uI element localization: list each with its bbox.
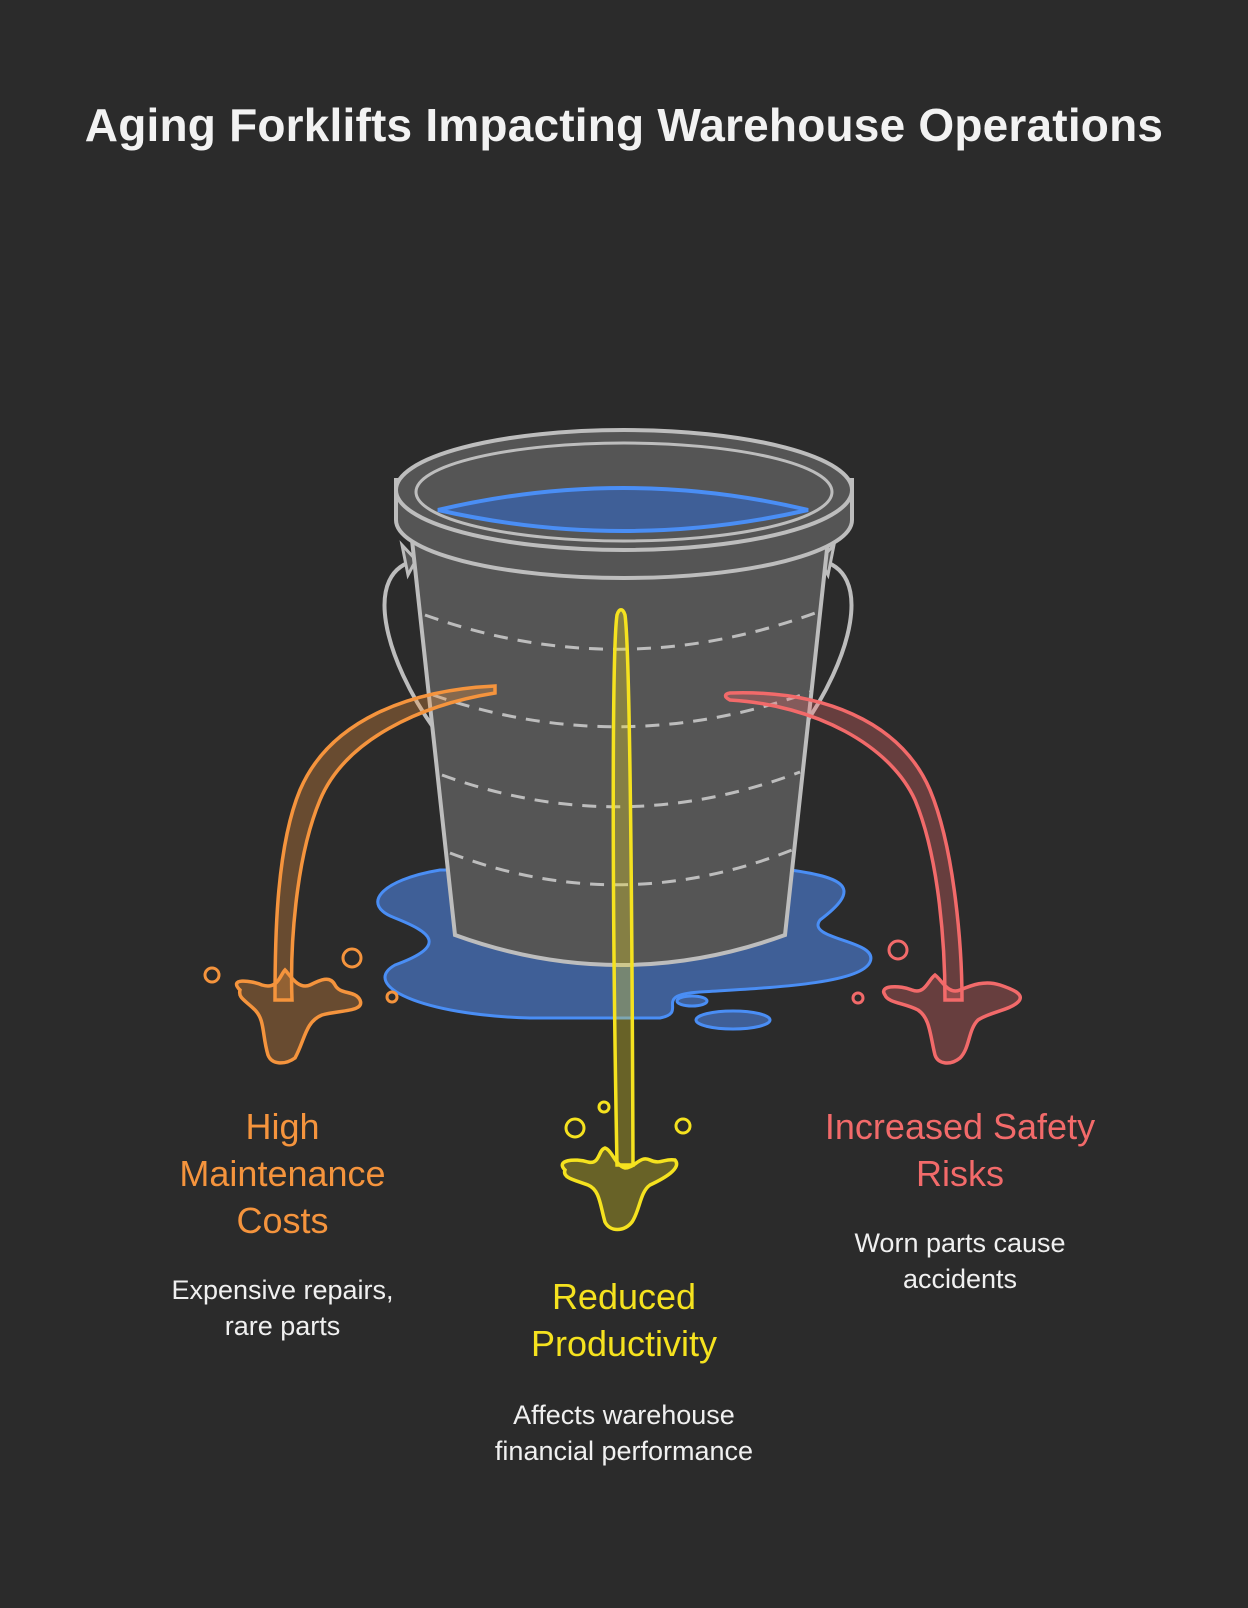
issue-label-maintenance-costs: High Maintenance Costs xyxy=(179,1106,386,1241)
leaking-bucket-icon xyxy=(382,428,854,967)
red-leak-stream-icon xyxy=(723,691,1022,1065)
yellow-leak-stream-icon xyxy=(560,608,692,1232)
orange-leak-stream-icon xyxy=(203,684,497,1065)
issue-description-productivity: Affects warehouse financial performance xyxy=(494,1400,754,1466)
issue-label-productivity: Reduced Productivity xyxy=(530,1276,718,1364)
issue-description-safety-risks: Worn parts cause accidents xyxy=(854,1228,1066,1294)
issue-label-safety-risks: Increased Safety Risks xyxy=(824,1106,1096,1194)
issue-description-maintenance-costs: Expensive repairs, rare parts xyxy=(171,1275,394,1341)
diagram-title: Aging Forklifts Impacting Warehouse Oper… xyxy=(84,99,1164,151)
